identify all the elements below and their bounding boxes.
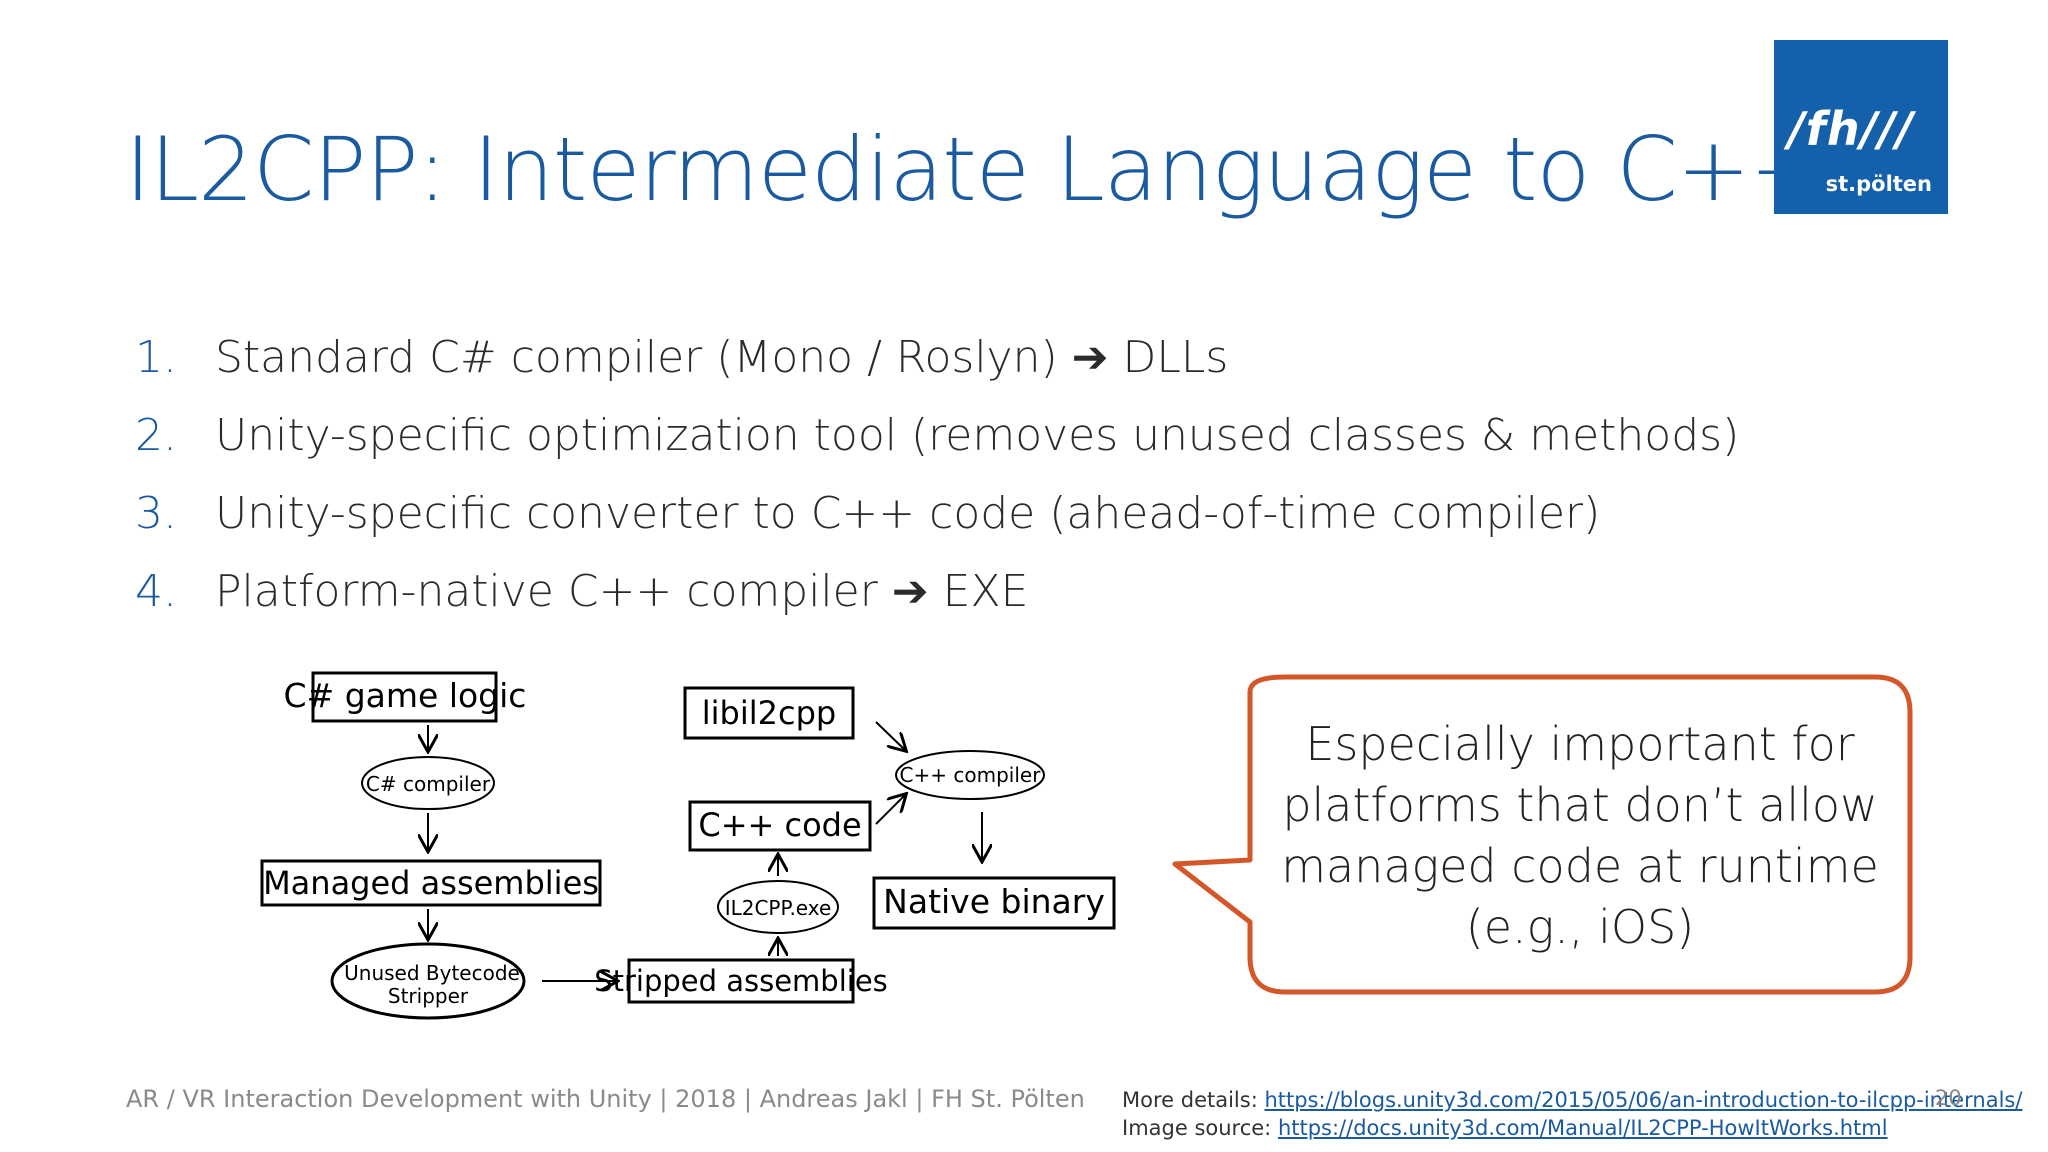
callout-line: Especially important for: [1305, 717, 1855, 771]
csharp-compiler-label: C# compiler: [366, 772, 491, 796]
csharp-game-logic-label: C# game logic: [284, 676, 527, 715]
native-binary-label: Native binary: [883, 882, 1105, 921]
list-text: Unity-specific converter to C++ code (ah…: [215, 487, 1601, 539]
csharp-compiler-node: C# compiler: [361, 756, 495, 810]
stripped-assemblies-label: Stripped assemblies: [594, 964, 888, 998]
list-item: 2. Unity-specific optimization tool (rem…: [135, 396, 1739, 474]
list-number: 4.: [135, 565, 177, 617]
slide-title: IL2CPP: Intermediate Language to C++: [125, 118, 1823, 221]
callout-text: Especially important for platforms that …: [1250, 714, 1910, 958]
callout-line: platforms that don’t allow: [1282, 778, 1878, 832]
cpp-code-box: C++ code: [688, 800, 872, 852]
list-item: 1. Standard C# compiler (Mono / Roslyn) …: [135, 318, 1739, 396]
numbered-list: 1. Standard C# compiler (Mono / Roslyn) …: [135, 318, 1739, 630]
unused-bytecode-stripper-node: Unused Bytecode Stripper: [330, 942, 526, 1020]
list-item: 3. Unity-specific converter to C++ code …: [135, 474, 1739, 552]
logo-brand: /fh///: [1788, 102, 1914, 156]
il2cpp-exe-node: IL2CPP.exe: [717, 880, 839, 934]
managed-assemblies-box: Managed assemblies: [260, 859, 602, 907]
libil2cpp-label: libil2cpp: [702, 694, 836, 732]
il2cpp-exe-label: IL2CPP.exe: [725, 896, 832, 920]
flow-arrow: [875, 795, 905, 825]
managed-assemblies-label: Managed assemblies: [263, 864, 599, 902]
list-text: Platform-native C++ compiler ➔ EXE: [215, 565, 1029, 617]
cpp-code-label: C++ code: [698, 806, 861, 844]
bytecode-stripper-label: Unused Bytecode: [344, 961, 520, 985]
libil2cpp-box: libil2cpp: [683, 686, 855, 740]
source-label: Image source:: [1122, 1116, 1278, 1140]
page-number: 20: [1935, 1086, 1962, 1110]
list-text: Unity-specific optimization tool (remove…: [215, 409, 1740, 461]
bytecode-stripper-label: Stripper: [388, 984, 469, 1008]
cpp-compiler-label: C++ compiler: [900, 763, 1042, 787]
callout-line: managed code at runtime: [1281, 839, 1879, 893]
list-number: 3.: [135, 487, 177, 539]
footer-links: More details: https://blogs.unity3d.com/…: [1122, 1086, 2022, 1142]
cpp-compiler-node: C++ compiler: [895, 750, 1045, 800]
fh-st-poelten-logo: /fh/// st.pölten: [1774, 40, 1948, 214]
list-number: 2.: [135, 409, 177, 461]
footer-course-info: AR / VR Interaction Development with Uni…: [126, 1085, 1085, 1113]
logo-sub: st.pölten: [1825, 172, 1932, 196]
il2cpp-pipeline-diagram: C# game logic C# compiler Managed assemb…: [260, 671, 1116, 1020]
csharp-game-logic-box: C# game logic: [284, 671, 527, 723]
list-number: 1.: [135, 331, 177, 383]
native-binary-box: Native binary: [872, 876, 1116, 930]
list-text: Standard C# compiler (Mono / Roslyn) ➔ D…: [215, 331, 1229, 383]
details-link[interactable]: https://blogs.unity3d.com/2015/05/06/an-…: [1264, 1088, 2023, 1112]
source-link[interactable]: https://docs.unity3d.com/Manual/IL2CPP-H…: [1277, 1116, 1888, 1140]
stripped-assemblies-box: Stripped assemblies: [594, 958, 888, 1004]
callout-line: (e.g., iOS): [1465, 900, 1695, 954]
flow-arrow: [875, 721, 905, 750]
list-item: 4. Platform-native C++ compiler ➔ EXE: [135, 552, 1739, 630]
details-label: More details:: [1122, 1088, 1265, 1112]
callout-bubble: [1172, 674, 1913, 995]
